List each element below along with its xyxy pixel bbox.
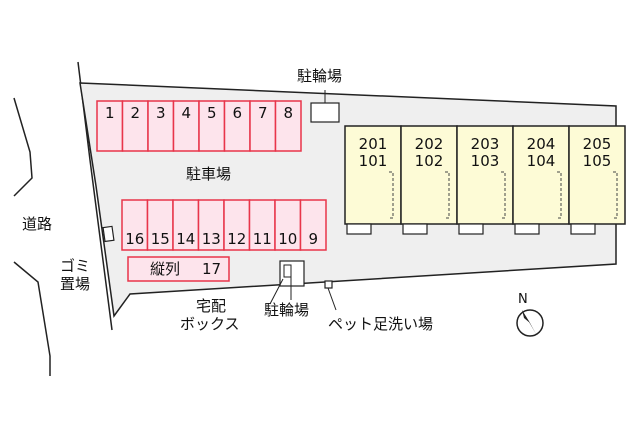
- parking-stall: [147, 100, 175, 152]
- unit-number-lower: 101: [359, 152, 388, 170]
- parking-stall: [197, 199, 225, 251]
- parking-stall: [249, 100, 277, 152]
- parking-stall-number: 1: [105, 104, 115, 122]
- parking-stall: [274, 199, 302, 251]
- parking-label: 駐車場: [186, 165, 232, 183]
- bike-parking-bottom-label: 駐輪場: [264, 301, 310, 319]
- unit-stair-outline: [557, 171, 562, 219]
- unit-stair-outline: [501, 171, 506, 219]
- unit-stair-outline: [445, 171, 450, 219]
- bike-parking-top-area: [310, 102, 340, 123]
- unit-entrance-step: [346, 223, 372, 235]
- bike-parking-top-label: 駐輪場: [297, 67, 343, 85]
- unit-entrance-step: [458, 223, 484, 235]
- parking-stall: [121, 199, 149, 251]
- parking-stall-number: 10: [278, 230, 297, 248]
- parking-stall: [299, 199, 327, 251]
- parking-stall-number: 5: [207, 104, 217, 122]
- parking-stall-number: 7: [258, 104, 268, 122]
- parking-stall-number: 13: [202, 230, 221, 248]
- unit-entrance-step: [570, 223, 596, 235]
- road-edge-upper-left: [13, 97, 33, 197]
- north-arrow-icon: [516, 309, 544, 337]
- pet-wash-area: [324, 280, 333, 289]
- parking-stall-number: 9: [308, 230, 318, 248]
- apartment-unit: [344, 125, 402, 225]
- road-label: 道路: [22, 215, 53, 233]
- parking-stall-number: 2: [130, 104, 140, 122]
- apartment-unit: [568, 125, 626, 225]
- apartment-unit: [456, 125, 514, 225]
- pet-wash-leader: [327, 287, 337, 311]
- apartment-unit: [512, 125, 570, 225]
- delivery-box-area: [279, 260, 305, 287]
- garbage-area: [102, 225, 115, 243]
- parking-stall-number: 6: [232, 104, 242, 122]
- parking-stall-number: 12: [227, 230, 246, 248]
- garbage-label-line2: 置場: [60, 275, 91, 293]
- tandem-parking-label: 縦列: [150, 260, 181, 278]
- compass-north-label: N: [518, 292, 528, 307]
- parking-stall: [121, 100, 149, 152]
- parking-stall: [248, 199, 276, 251]
- delivery-box-inner: [283, 264, 292, 278]
- apartment-unit: [400, 125, 458, 225]
- unit-number-upper: 203: [471, 135, 500, 153]
- unit-number-upper: 201: [359, 135, 388, 153]
- unit-number-upper: 202: [415, 135, 444, 153]
- parking-stall-number: 11: [253, 230, 272, 248]
- parking-stall-number: 16: [125, 230, 144, 248]
- delivery-box-label-line1: 宅配: [196, 297, 227, 315]
- unit-number-lower: 103: [471, 152, 500, 170]
- delivery-box-leader: [269, 278, 284, 305]
- parking-stall-number: 4: [181, 104, 191, 122]
- parking-stall-number: 14: [176, 230, 195, 248]
- parking-stall: [96, 100, 124, 152]
- unit-entrance-step: [514, 223, 540, 235]
- pet-wash-label: ペット足洗い場: [328, 315, 434, 333]
- parking-stall: [223, 199, 251, 251]
- unit-number-lower: 105: [583, 152, 612, 170]
- parking-row-bottom: 16 15 14 13 12 11 10 9: [121, 199, 327, 251]
- unit-entrance-step: [402, 223, 428, 235]
- delivery-box-label-line2: ボックス: [180, 315, 240, 333]
- parking-stall-number: 15: [151, 230, 170, 248]
- parking-stall: [146, 199, 174, 251]
- parking-stall-tandem: [127, 256, 230, 282]
- unit-number-lower: 104: [527, 152, 556, 170]
- tandem-parking-number: 17: [202, 260, 222, 278]
- garbage-label-line1: ゴミ: [60, 257, 91, 275]
- unit-number-upper: 204: [527, 135, 556, 153]
- road-edge-lower-left: [13, 261, 51, 376]
- unit-stair-outline: [389, 171, 394, 219]
- parking-stall-number: 3: [156, 104, 166, 122]
- parking-stall-number: 8: [283, 104, 293, 122]
- unit-stair-outline: [613, 171, 618, 219]
- parking-stall: [274, 100, 302, 152]
- unit-number-lower: 102: [415, 152, 444, 170]
- unit-number-upper: 205: [583, 135, 612, 153]
